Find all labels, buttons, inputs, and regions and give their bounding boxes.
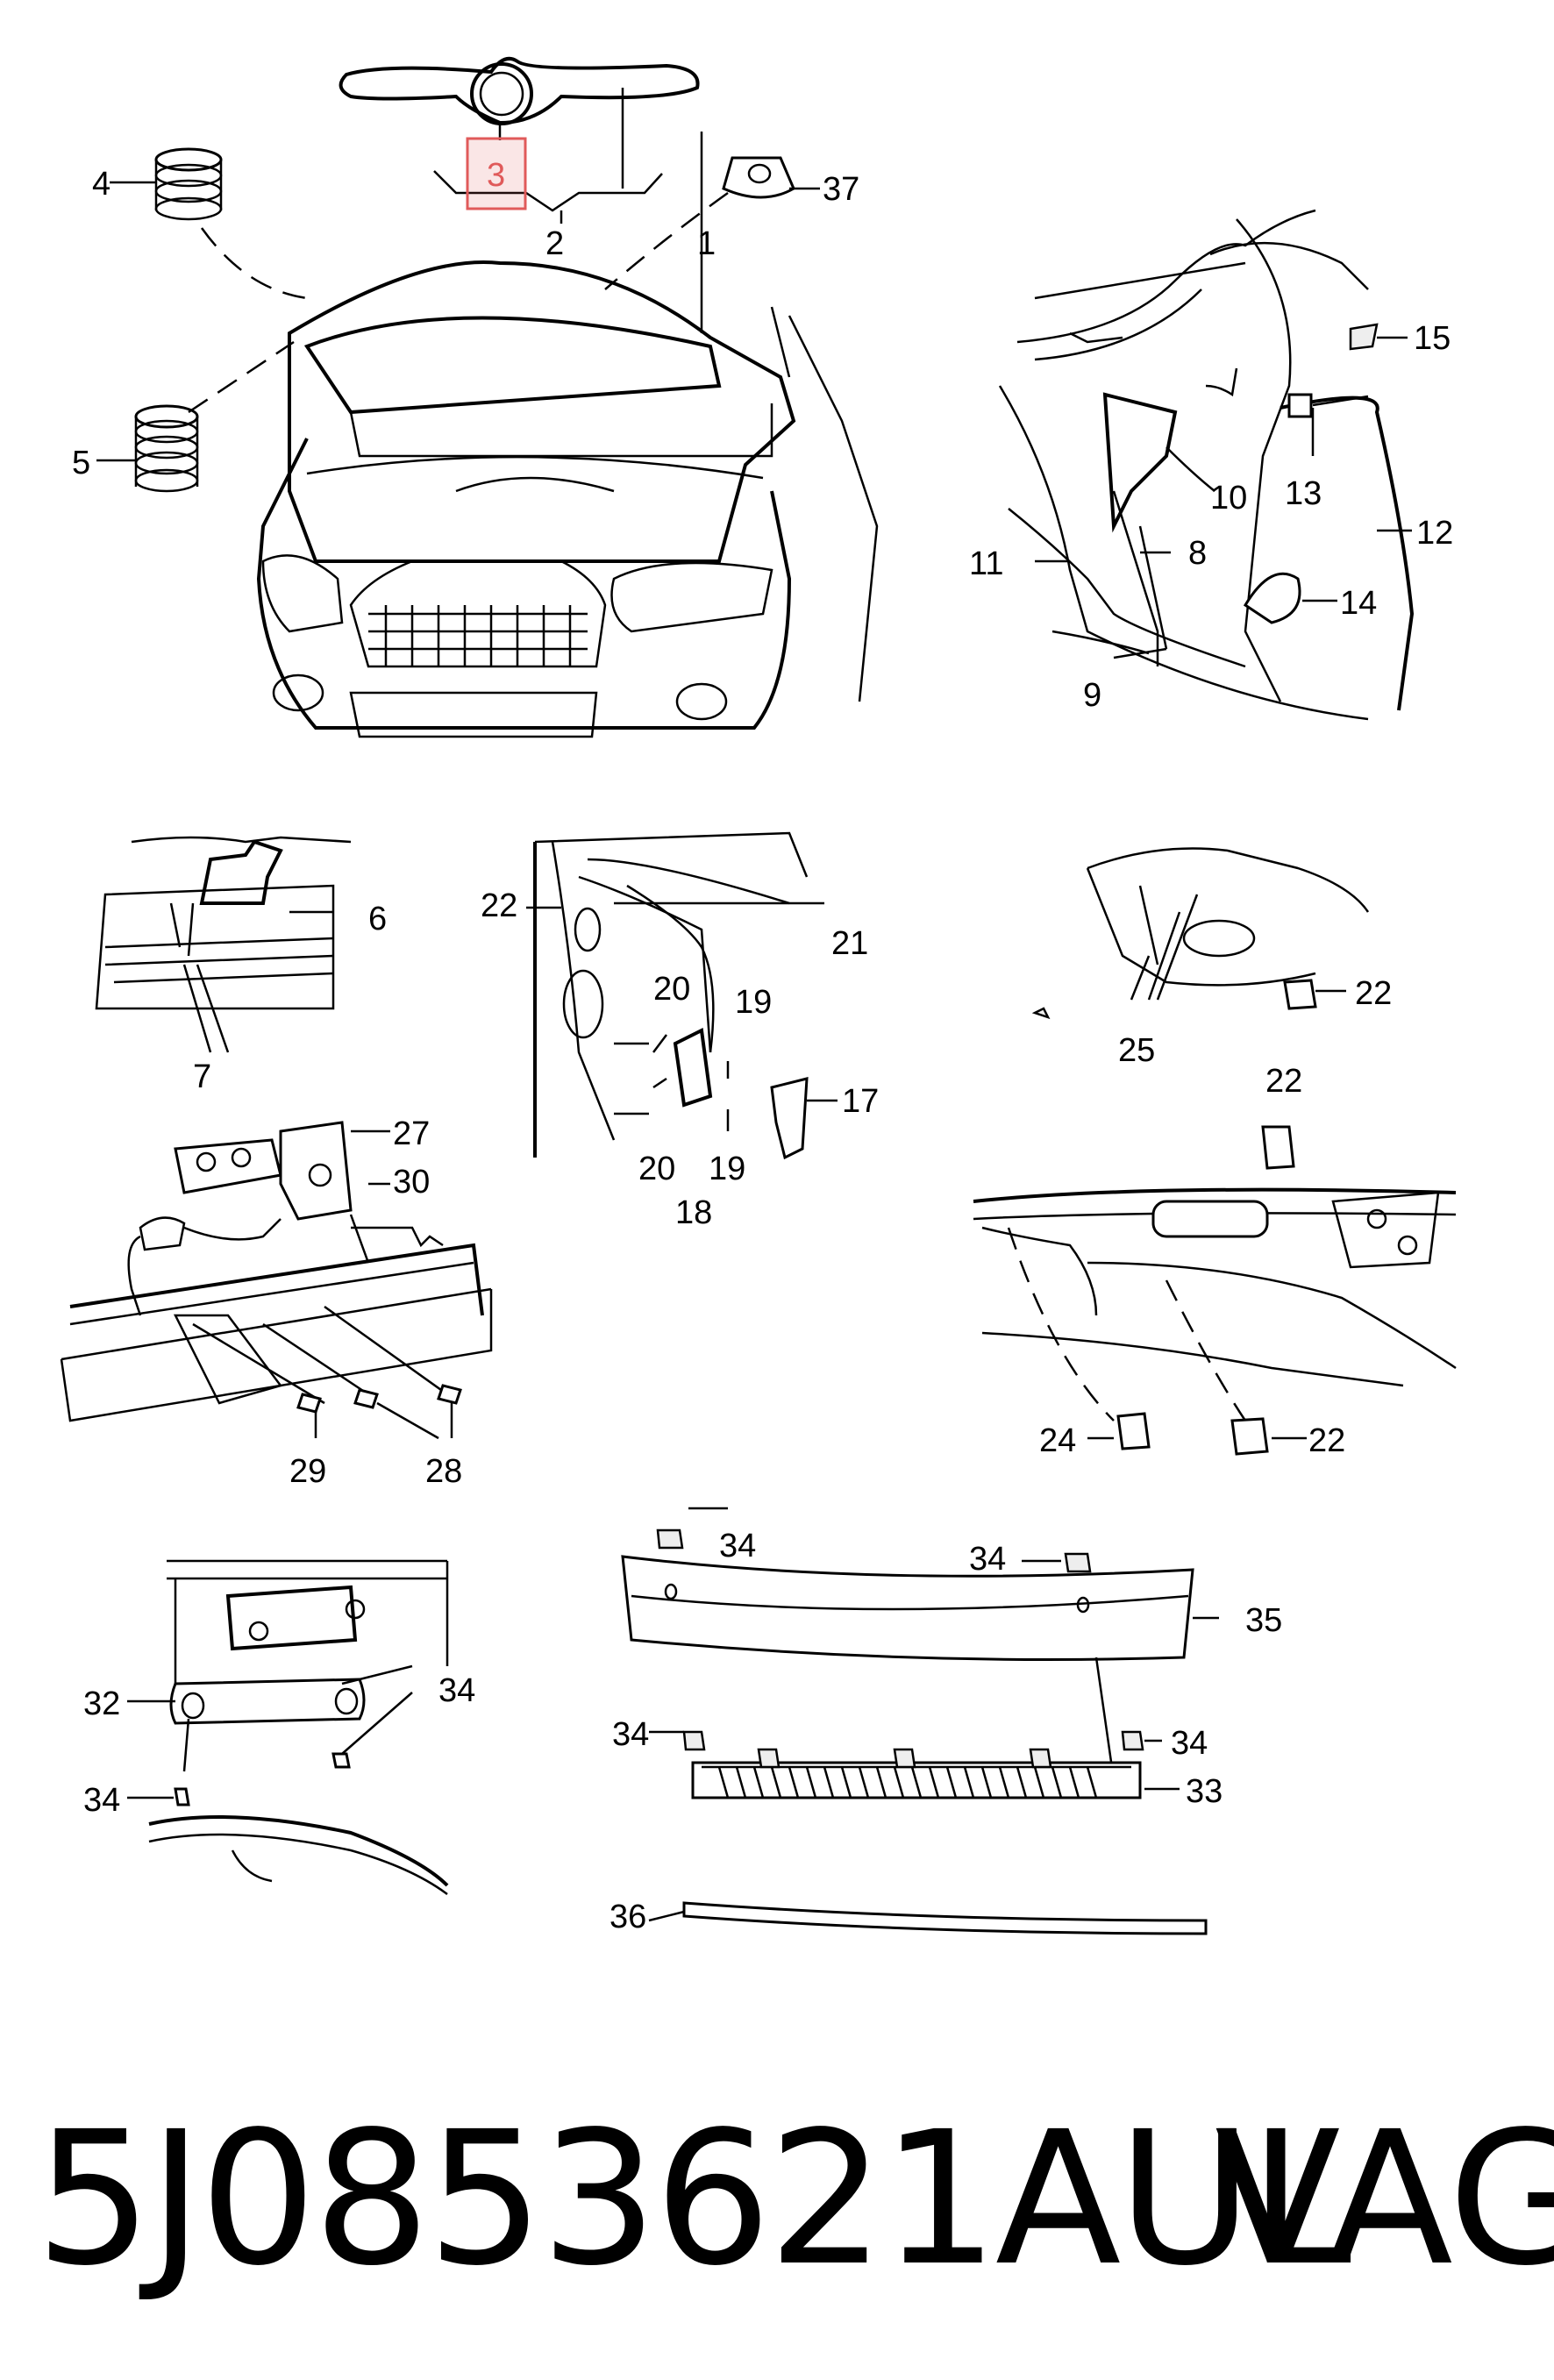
callout-34d: 34 <box>969 1541 1006 1578</box>
rubber-buffer-5 <box>134 404 199 493</box>
callout-19b: 19 <box>709 1151 745 1187</box>
callout-34c: 34 <box>719 1528 756 1564</box>
brand-label: VAG <box>1215 2091 1554 2306</box>
callout-leaders <box>648 1507 1162 1922</box>
callout-36: 36 <box>609 1899 646 1935</box>
cowl-group <box>621 1528 1219 1935</box>
callout-10: 10 <box>1210 480 1247 517</box>
fender-clips-group <box>973 1125 1457 1456</box>
callout-34f: 34 <box>1171 1725 1208 1762</box>
callout-20a: 20 <box>653 971 690 1008</box>
callout-5: 5 <box>72 445 90 481</box>
callout-27: 27 <box>393 1115 430 1152</box>
prop-rod-group <box>998 209 1415 721</box>
lock-group <box>60 1121 493 1440</box>
callout-24: 24 <box>1039 1422 1076 1459</box>
latch-group <box>95 836 352 1053</box>
clips-group <box>1031 847 1370 1020</box>
callout-13: 13 <box>1285 475 1322 512</box>
callout-34b: 34 <box>83 1782 120 1819</box>
callout-33: 33 <box>1186 1773 1223 1810</box>
clip-37 <box>722 156 795 199</box>
callout-4: 4 <box>92 166 110 203</box>
callout-22a: 22 <box>481 887 517 924</box>
callout-3: 3 <box>487 157 505 194</box>
part-number-label: 5J0853621AUL <box>35 2091 1351 2306</box>
callout-22c: 22 <box>1265 1063 1302 1100</box>
callout-22d: 22 <box>1308 1422 1345 1459</box>
callout-1: 1 <box>697 225 716 262</box>
callout-20b: 20 <box>638 1151 675 1187</box>
callout-25: 25 <box>1118 1032 1155 1069</box>
callout-22b: 22 <box>1355 975 1392 1012</box>
callout-17: 17 <box>842 1083 879 1120</box>
highlight-box <box>466 137 527 210</box>
callout-29: 29 <box>289 1453 326 1490</box>
callout-15: 15 <box>1414 320 1451 357</box>
hood-assembly-group <box>96 57 879 738</box>
callout-30: 30 <box>393 1164 430 1201</box>
callout-37: 37 <box>823 171 859 208</box>
car-front-drawing <box>256 260 879 738</box>
callout-14: 14 <box>1340 585 1377 622</box>
callout-34a: 34 <box>438 1672 475 1709</box>
callout-6: 6 <box>368 901 387 937</box>
callout-labels: 1 2 3 4 5 37 15 10 13 12 11 8 14 9 6 7 2… <box>72 157 1453 1935</box>
callout-2: 2 <box>545 225 564 262</box>
callout-21: 21 <box>831 925 868 962</box>
callout-12: 12 <box>1416 515 1453 552</box>
release-cable-group <box>526 831 838 1160</box>
callout-32: 32 <box>83 1685 120 1722</box>
callout-28: 28 <box>425 1453 462 1490</box>
callout-19a: 19 <box>735 984 772 1021</box>
callout-18: 18 <box>675 1194 712 1231</box>
callout-11: 11 <box>969 545 1003 582</box>
callout-34e: 34 <box>612 1716 649 1753</box>
rubber-buffer-4 <box>154 147 223 221</box>
callout-9: 9 <box>1083 677 1101 714</box>
callout-8: 8 <box>1188 535 1207 572</box>
callout-7: 7 <box>193 1058 211 1095</box>
callout-35: 35 <box>1245 1602 1282 1639</box>
lock-carrier-group <box>127 1559 449 1896</box>
